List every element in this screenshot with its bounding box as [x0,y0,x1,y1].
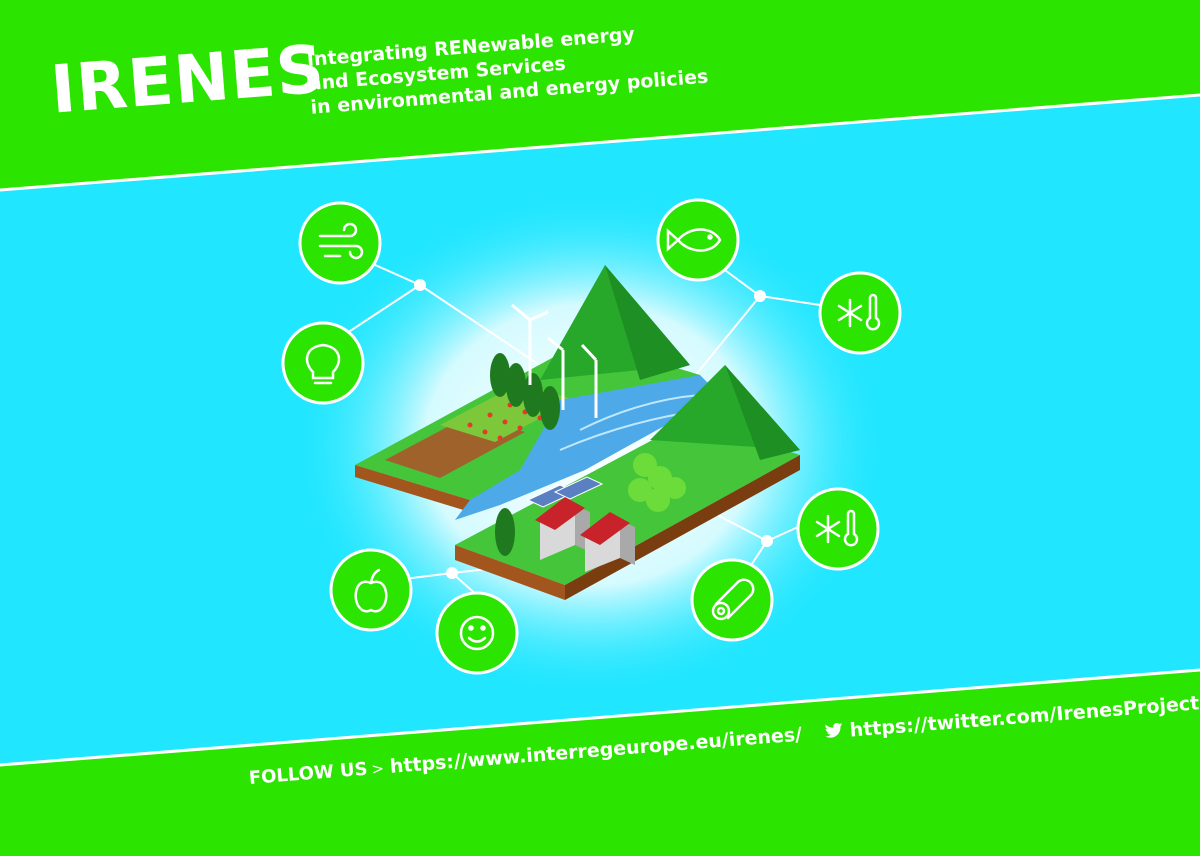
separator: > [370,759,385,779]
twitter-icon [825,722,843,738]
wind-icon [318,222,364,260]
smiley-icon [459,615,495,651]
footer: FOLLOW US>https://www.interregeurope.eu/… [248,692,1200,789]
climate-icon [815,509,859,547]
apple-icon [354,568,388,613]
fish-icon [666,228,722,252]
landscape-illustration [355,265,800,600]
wood-log-icon [711,578,755,621]
icon-circles [281,198,902,675]
climate-icon [837,293,881,331]
lightbulb-icon [305,343,341,385]
